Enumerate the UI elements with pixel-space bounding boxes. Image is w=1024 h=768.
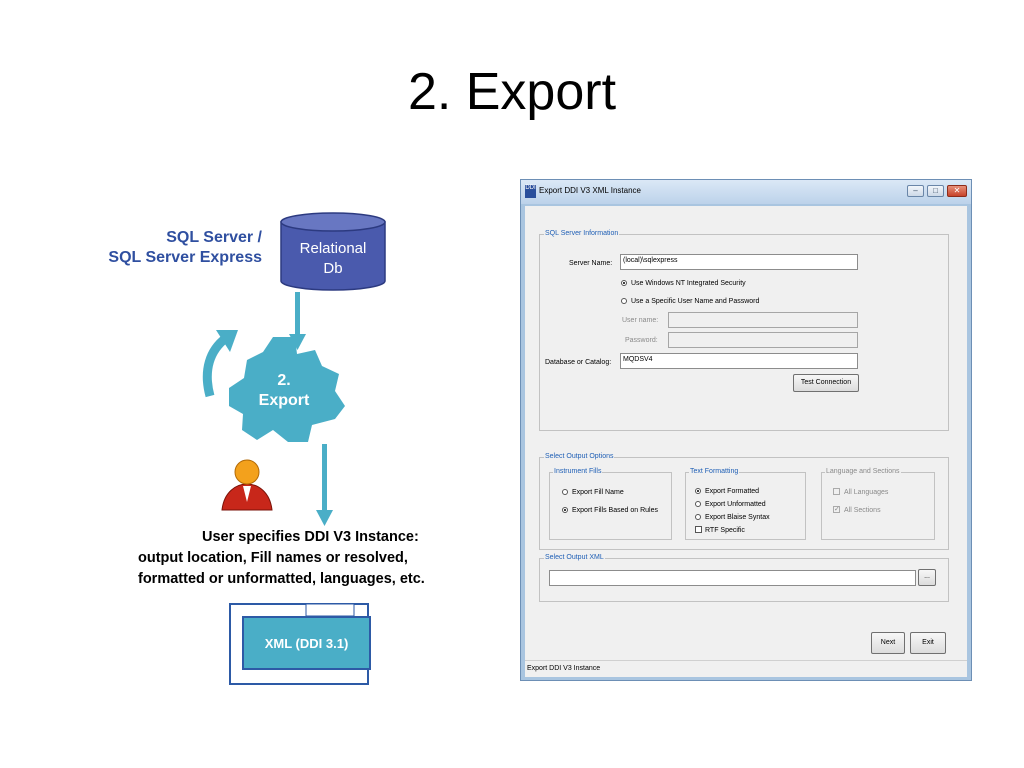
- windows-auth-radio[interactable]: [621, 280, 627, 286]
- db-label-line1: Relational: [299, 240, 367, 257]
- database-cylinder-icon: [280, 212, 386, 291]
- server-label-line1: SQL Server /: [166, 229, 262, 246]
- server-name-input[interactable]: (local)\sqlexpress: [620, 254, 858, 270]
- check-mark-icon: ✓: [834, 506, 840, 513]
- all-sections-label[interactable]: All Sections: [844, 507, 881, 514]
- windows-auth-label[interactable]: Use Windows NT Integrated Security: [631, 280, 746, 287]
- user-icon: [221, 459, 273, 511]
- export-fills-rules-radio[interactable]: [562, 507, 568, 513]
- cycle-arrow-icon: [202, 330, 238, 398]
- output-options-legend: Select Output Options: [544, 453, 615, 460]
- export-formatted-label[interactable]: Export Formatted: [705, 488, 760, 495]
- export-fill-name-label[interactable]: Export Fill Name: [572, 489, 624, 496]
- server-label-line2: SQL Server Express: [108, 249, 262, 266]
- dialog-title: Export DDI V3 XML Instance: [539, 186, 641, 195]
- password-input[interactable]: [668, 332, 858, 348]
- browse-button[interactable]: ...: [918, 569, 936, 586]
- export-fills-rules-label[interactable]: Export Fills Based on Rules: [572, 507, 658, 514]
- arrow-down-icon: [316, 444, 333, 526]
- maximize-icon[interactable]: □: [927, 185, 944, 197]
- db-label-line2: Db: [323, 260, 343, 277]
- instrument-fills-group: [549, 472, 672, 540]
- text-formatting-group: [685, 472, 806, 540]
- caption-line1: User specifies DDI V3 Instance:: [202, 529, 419, 545]
- language-sections-legend: Language and Sections: [825, 468, 901, 475]
- password-label: Password:: [625, 337, 658, 344]
- gear-icon: [229, 337, 345, 442]
- document-stack-icon: [229, 603, 371, 685]
- app-icon: DDI: [525, 185, 536, 198]
- db-label: Relational Db: [281, 239, 385, 279]
- output-xml-legend: Select Output XML: [544, 554, 605, 561]
- next-button[interactable]: Next: [871, 632, 905, 654]
- title-bar[interactable]: DDI Export DDI V3 XML Instance – □ ✕: [521, 180, 971, 204]
- minimize-icon[interactable]: –: [907, 185, 924, 197]
- export-blaise-radio[interactable]: [695, 514, 701, 520]
- gear-label-line2: Export: [258, 392, 310, 409]
- database-label: Database or Catalog:: [545, 359, 612, 366]
- caption-line2: output location, Fill names or resolved,: [138, 550, 408, 566]
- sql-server-group: [539, 234, 949, 431]
- database-input[interactable]: MQDSV4: [620, 353, 858, 369]
- sql-auth-label[interactable]: Use a Specific User Name and Password: [631, 298, 760, 305]
- export-formatted-radio[interactable]: [695, 488, 701, 494]
- exit-button[interactable]: Exit: [910, 632, 946, 654]
- gear-label-line1: 2.: [277, 372, 291, 389]
- diagram-graphics: [202, 212, 386, 685]
- test-connection-button[interactable]: Test Connection: [793, 374, 859, 392]
- all-languages-label[interactable]: All Languages: [844, 489, 889, 496]
- export-blaise-label[interactable]: Export Blaise Syntax: [705, 514, 770, 521]
- all-languages-checkbox[interactable]: [833, 488, 840, 495]
- all-sections-checkbox[interactable]: ✓: [833, 506, 840, 513]
- slide-title: 2. Export: [407, 63, 617, 121]
- user-name-label: User name:: [622, 317, 659, 324]
- dialog-client-area: SQL Server Information Server Name: (loc…: [525, 206, 967, 677]
- output-xml-group: [539, 558, 949, 602]
- status-bar: Export DDI V3 Instance: [525, 660, 967, 677]
- rtf-specific-checkbox[interactable]: [695, 526, 702, 533]
- sql-server-legend: SQL Server Information: [544, 230, 620, 237]
- server-name-label: Server Name:: [569, 260, 613, 267]
- export-fill-name-radio[interactable]: [562, 489, 568, 495]
- instrument-fills-legend: Instrument Fills: [553, 468, 603, 475]
- export-dialog: DDI Export DDI V3 XML Instance – □ ✕ SQL…: [520, 179, 972, 681]
- sql-auth-radio[interactable]: [621, 298, 627, 304]
- server-label: SQL Server / SQL Server Express: [90, 228, 262, 268]
- user-name-input[interactable]: [668, 312, 858, 328]
- export-unformatted-label[interactable]: Export Unformatted: [705, 501, 766, 508]
- caption: User specifies DDI V3 Instance: output l…: [120, 527, 460, 590]
- output-xml-path-input[interactable]: [549, 570, 916, 586]
- close-icon[interactable]: ✕: [947, 185, 967, 197]
- caption-line3: formatted or unformatted, languages, etc…: [138, 571, 425, 587]
- export-unformatted-radio[interactable]: [695, 501, 701, 507]
- text-formatting-legend: Text Formatting: [689, 468, 740, 475]
- output-options-group: [539, 457, 949, 550]
- status-text: Export DDI V3 Instance: [527, 665, 601, 672]
- gear-label: 2. Export: [244, 371, 324, 411]
- rtf-specific-label[interactable]: RTF Specific: [705, 527, 745, 534]
- xml-label: XML (DDI 3.1): [264, 636, 349, 651]
